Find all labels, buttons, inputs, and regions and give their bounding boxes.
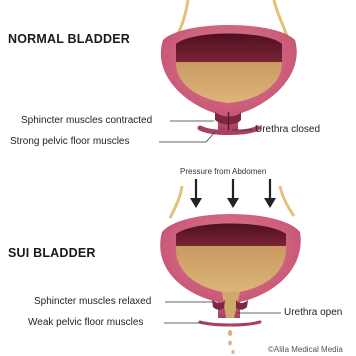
label-strong-pelvic-floor: Strong pelvic floor muscles bbox=[10, 137, 130, 147]
arrow-down-icon bbox=[227, 179, 239, 208]
sui-bladder-title: SUI BLADDER bbox=[8, 247, 96, 260]
ureter-right bbox=[280, 186, 294, 216]
bladder-lumen bbox=[176, 34, 282, 63]
sui-bladder bbox=[160, 186, 300, 354]
urine-drop bbox=[228, 330, 232, 336]
copyright-credit: ©Alila Medical Media bbox=[268, 346, 343, 354]
arrow-down-icon bbox=[190, 179, 202, 208]
pressure-arrows bbox=[190, 179, 276, 208]
pelvic-floor-muscle bbox=[200, 322, 260, 325]
label-weak-pelvic-floor: Weak pelvic floor muscles bbox=[28, 318, 143, 328]
normal-bladder-title: NORMAL BLADDER bbox=[8, 33, 130, 46]
urine-drop bbox=[231, 350, 234, 354]
label-urethra-closed: Urethra closed bbox=[255, 125, 320, 135]
arrow-down-icon bbox=[264, 179, 276, 208]
label-sphincter-contracted: Sphincter muscles contracted bbox=[21, 116, 152, 126]
urine-drop bbox=[228, 341, 232, 346]
label-sphincter-relaxed: Sphincter muscles relaxed bbox=[34, 297, 151, 307]
label-pressure-from-abdomen: Pressure from Abdomen bbox=[180, 168, 266, 176]
label-urethra-open: Urethra open bbox=[284, 308, 342, 318]
ureter-left bbox=[170, 186, 182, 218]
normal-bladder bbox=[159, 0, 297, 142]
